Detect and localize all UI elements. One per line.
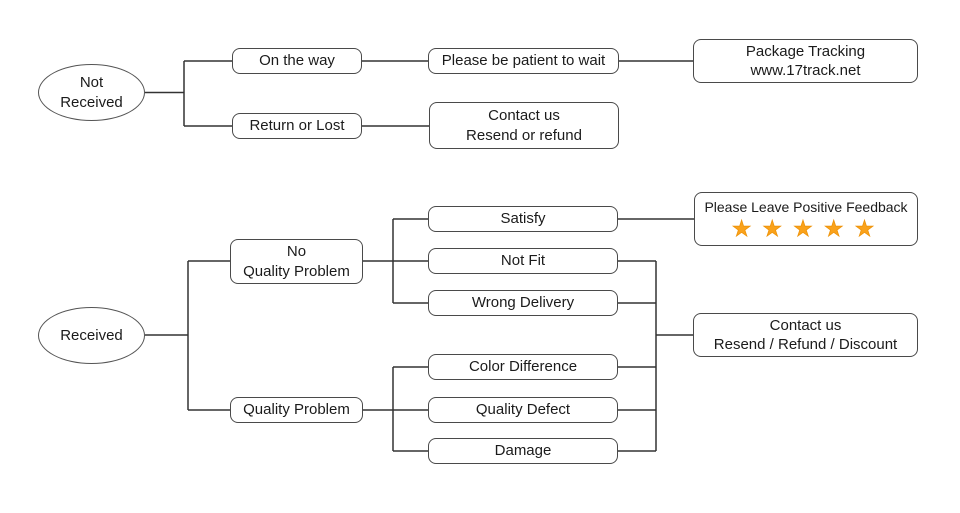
node-label: Please Leave Positive Feedback — [704, 198, 908, 215]
node-label: Contact us — [488, 107, 560, 124]
node-satisfy: Satisfy — [428, 206, 618, 232]
node-damage: Damage — [428, 438, 618, 464]
node-not-fit: Not Fit — [428, 248, 618, 274]
node-positive-feedback: Please Leave Positive Feedback ★★★★★ — [694, 192, 918, 246]
node-label: Quality Defect — [475, 401, 571, 419]
node-label: Return or Lost — [249, 117, 345, 135]
node-wrong-delivery: Wrong Delivery — [428, 290, 618, 316]
node-on-the-way: On the way — [232, 48, 362, 74]
node-label: No — [286, 243, 307, 260]
node-label: Not Fit — [500, 252, 546, 270]
node-label: Resend / Refund / Discount — [713, 336, 898, 353]
node-label: Contact us — [769, 316, 842, 334]
node-received: Received — [38, 307, 145, 364]
node-label: Satisfy — [500, 210, 546, 228]
node-return-or-lost: Return or Lost — [232, 113, 362, 139]
node-contact-resend-refund-discount: Contact us Resend / Refund / Discount — [693, 313, 918, 357]
node-label: www.17track.net — [750, 62, 861, 79]
node-label: Please be patient to wait — [441, 52, 606, 70]
node-label: Color Difference — [468, 358, 578, 376]
node-package-tracking: Package Tracking www.17track.net — [693, 39, 918, 83]
node-contact-resend-refund: Contact us Resend or refund — [429, 102, 619, 149]
node-label: Not — [79, 74, 104, 91]
node-label: Quality Problem — [243, 401, 350, 419]
node-not-received: Not Received — [38, 64, 145, 121]
node-label: Package Tracking — [745, 42, 866, 60]
five-star-rating-icon: ★★★★★ — [731, 216, 886, 242]
node-quality-problem: Quality Problem — [230, 397, 363, 423]
node-label: Wrong Delivery — [471, 294, 575, 312]
node-please-be-patient: Please be patient to wait — [428, 48, 619, 74]
node-quality-defect: Quality Defect — [428, 397, 618, 423]
node-label: Quality Problem — [243, 262, 350, 280]
node-color-difference: Color Difference — [428, 354, 618, 380]
node-label: Damage — [494, 442, 552, 460]
node-no-quality-problem: No Quality Problem — [230, 239, 363, 284]
node-label: Resend or refund — [466, 126, 582, 144]
node-label: Received — [60, 93, 123, 111]
node-label: Received — [60, 326, 123, 344]
node-label: On the way — [259, 52, 335, 70]
